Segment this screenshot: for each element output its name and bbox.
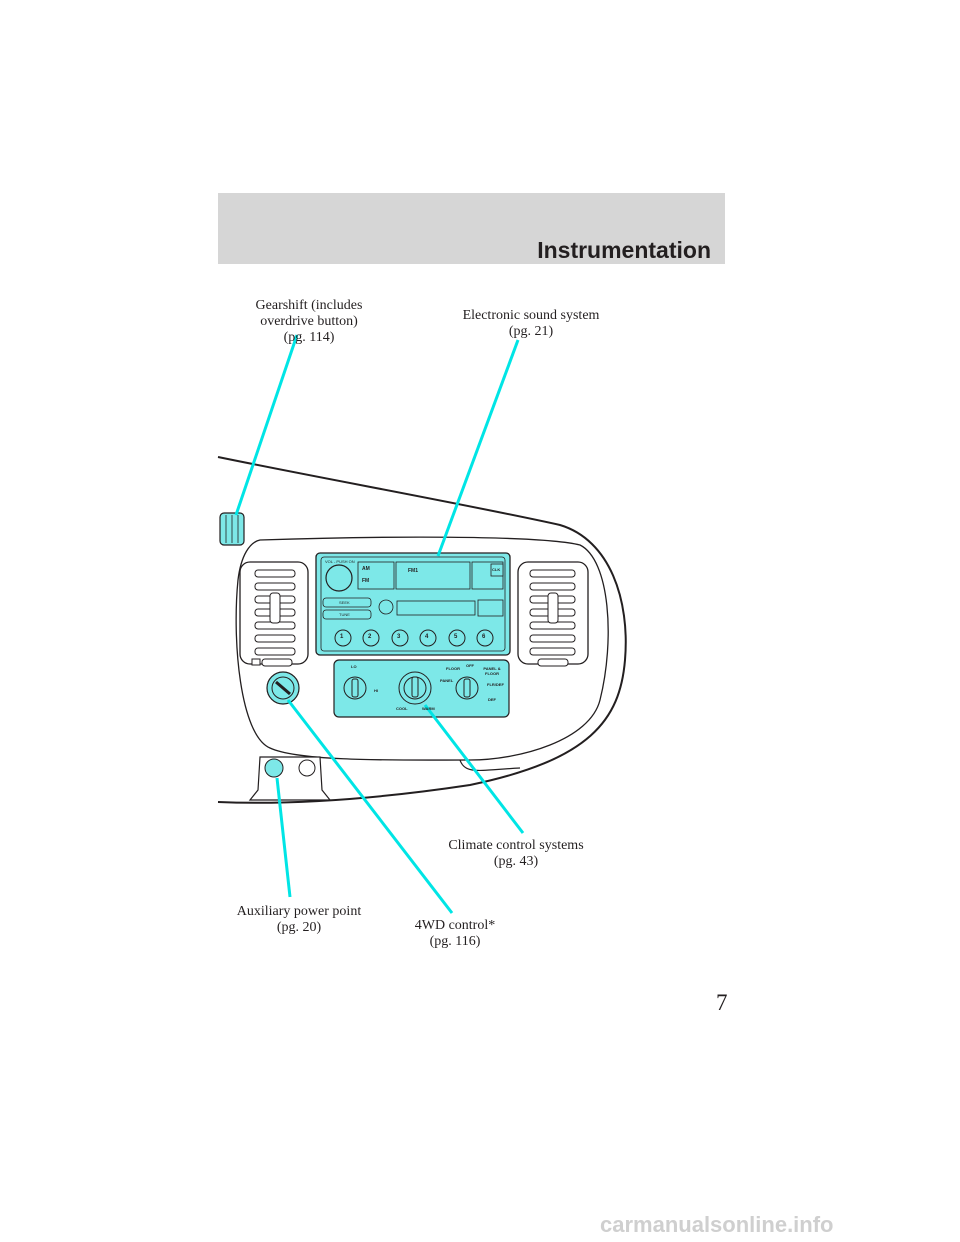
preset-1: 1 — [340, 634, 344, 640]
header-bar: Instrumentation — [218, 193, 725, 264]
climate-cool-label: COOL — [396, 706, 408, 711]
radio-volume-label: VOL - PUSH ON — [325, 559, 355, 564]
callout-lines — [234, 334, 525, 914]
radio-display: FM1 — [408, 568, 418, 574]
climate-panel — [333, 659, 510, 718]
right-air-vent — [517, 561, 589, 667]
climate-off-label: OFF — [466, 663, 474, 668]
sound-system-callout: Electronic sound system (pg. 21) — [456, 308, 606, 340]
gearshift-callout: Gearshift (includes overdrive button) (p… — [254, 298, 364, 346]
climate-callout: Climate control systems (pg. 43) — [436, 838, 596, 870]
climate-def-label: DEF — [488, 697, 496, 702]
sound-system-callout-line1: Electronic sound system — [462, 308, 600, 323]
left-air-vent — [239, 561, 309, 667]
radio-am-label: AM — [362, 566, 370, 572]
radio-clock-button: CLK — [492, 567, 501, 572]
climate-lo-label: LO — [351, 664, 357, 669]
gearshift-callout-line2: overdrive button) — [260, 314, 358, 329]
sound-system-callout-line2: (pg. 21) — [508, 324, 554, 339]
aux-power-callout-line2: (pg. 20) — [276, 920, 322, 935]
climate-callout-line1: Climate control systems — [448, 838, 584, 853]
gearshift-callout-line1: Gearshift (includes — [255, 298, 363, 313]
gearshift-knob — [219, 512, 245, 546]
preset-3: 3 — [397, 634, 401, 640]
aux-power-callout-line1: Auxiliary power point — [236, 904, 362, 919]
radio-fm-label: FM — [362, 578, 370, 584]
preset-6: 6 — [482, 634, 486, 640]
climate-callout-line2: (pg. 43) — [493, 854, 539, 869]
preset-5: 5 — [454, 634, 458, 640]
climate-hi-label: HI — [374, 688, 378, 693]
fourwd-callout-line1: 4WD control* — [414, 918, 496, 933]
climate-warm-label: WARM — [422, 706, 435, 711]
aux-power-point — [248, 756, 332, 801]
page-number: 7 — [716, 990, 728, 1015]
preset-4: 4 — [425, 634, 429, 640]
gearshift-callout-line3: (pg. 114) — [283, 330, 335, 345]
radio-unit — [315, 552, 511, 656]
climate-panel-floor-label: PANEL & FLOOR — [483, 666, 501, 676]
fourwd-callout: 4WD control* (pg. 116) — [400, 918, 510, 950]
fourwd-knob — [266, 671, 300, 705]
fourwd-callout-line2: (pg. 116) — [429, 934, 481, 949]
preset-2: 2 — [368, 634, 372, 640]
climate-flr-def-label: FLR/DEF — [487, 682, 504, 687]
climate-panel-label: PANEL — [440, 678, 454, 683]
aux-power-callout: Auxiliary power point (pg. 20) — [234, 904, 364, 936]
watermark: carmanualsonline.info — [600, 1212, 834, 1237]
radio-seek-button: SEEK — [339, 600, 350, 605]
radio-tune-button: TUNE — [339, 612, 350, 617]
climate-floor-label: FLOOR — [446, 666, 460, 671]
page-title: Instrumentation — [537, 237, 711, 263]
